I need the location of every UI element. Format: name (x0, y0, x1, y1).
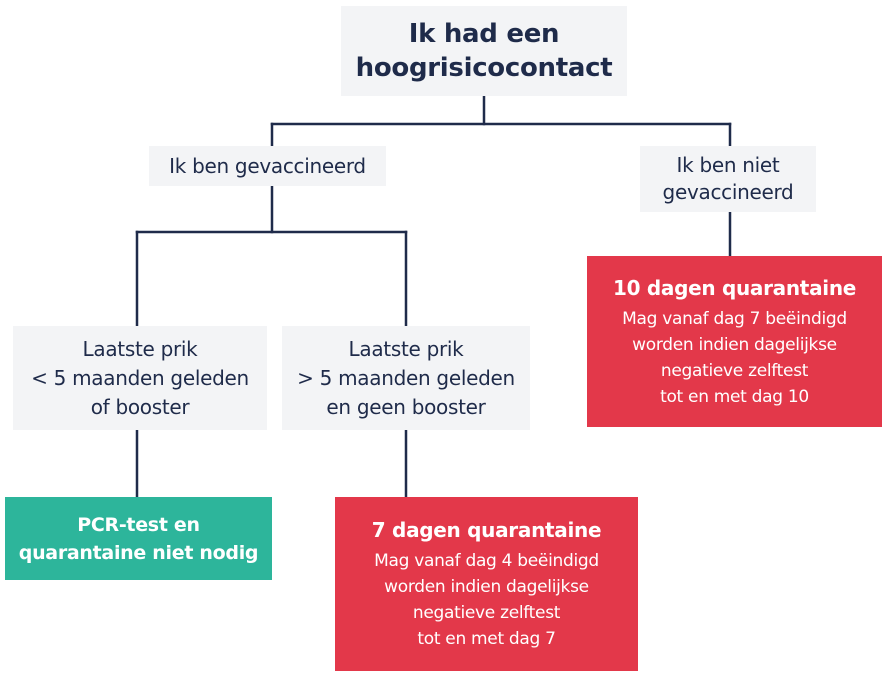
vaccinated-label: Ik ben gevaccineerd (169, 153, 366, 178)
root-line-2: hoogrisicocontact (355, 53, 613, 83)
not-vaccinated-line-1: Ik ben niet (676, 153, 780, 177)
older-dose-line-3: en geen booster (326, 394, 486, 419)
outcome-10-days-title: 10 dagen quarantaine (612, 275, 857, 300)
older-dose-line-1: Laatste prik (348, 336, 464, 361)
older-dose-line-2: > 5 maanden geleden (297, 365, 515, 390)
root-box: Ik had een hoogrisicocontact (341, 6, 627, 96)
outcome-7-days-body-1: Mag vanaf dag 4 beëindigd (374, 551, 599, 571)
recent-dose-line-2: < 5 maanden geleden (31, 365, 249, 390)
outcome-10-days-body-3: negatieve zelftest (660, 360, 809, 381)
root-line-1: Ik had een (408, 19, 560, 49)
recent-dose-line-3: of booster (90, 394, 190, 419)
recent-dose-line-1: Laatste prik (82, 336, 198, 361)
outcome-no-quarantine-box: PCR-test en quarantaine niet nodig (5, 497, 272, 580)
outcome-10-days-box: 10 dagen quarantaine Mag vanaf dag 7 beë… (587, 256, 882, 427)
not-vaccinated-box: Ik ben niet gevaccineerd (640, 146, 816, 212)
outcome-10-days-body-4: tot en met dag 10 (660, 386, 809, 407)
outcome-10-days-body-2: worden indien dagelijkse (632, 334, 837, 355)
not-vaccinated-line-2: gevaccineerd (662, 180, 794, 204)
outcome-7-days-box: 7 dagen quarantaine Mag vanaf dag 4 beëi… (335, 497, 638, 671)
outcome-7-days-body-3: negatieve zelftest (412, 603, 561, 623)
outcome-no-quarantine-line-1: PCR-test en (77, 513, 200, 536)
outcome-10-days-body-1: Mag vanaf dag 7 beëindigd (622, 308, 847, 329)
vaccinated-box: Ik ben gevaccineerd (149, 146, 386, 186)
outcome-7-days-body-2: worden indien dagelijkse (384, 577, 589, 597)
outcome-7-days-body-4: tot en met dag 7 (417, 629, 556, 649)
outcome-no-quarantine-line-2: quarantaine niet nodig (18, 541, 259, 564)
older-dose-box: Laatste prik > 5 maanden geleden en geen… (282, 326, 530, 430)
recent-dose-box: Laatste prik < 5 maanden geleden of boos… (13, 326, 267, 430)
outcome-7-days-title: 7 dagen quarantaine (371, 518, 602, 542)
